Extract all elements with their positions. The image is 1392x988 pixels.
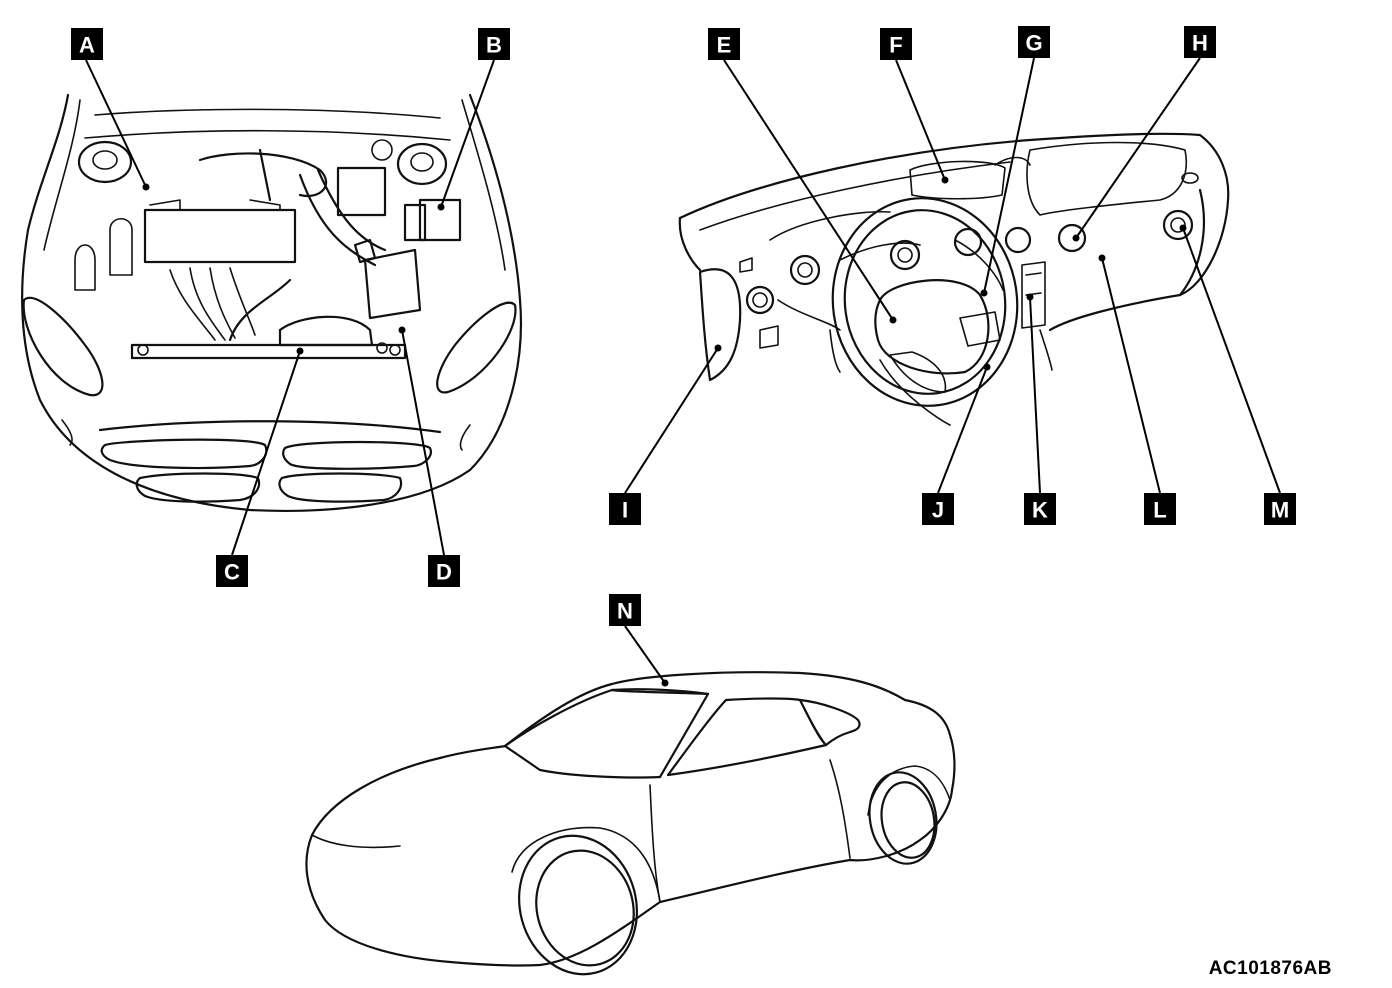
callout-tag-f: F: [880, 28, 912, 60]
callout-tags: A B C D E F G H: [71, 26, 1296, 626]
leader-line-n: [624, 625, 666, 684]
leader-line-e: [723, 59, 894, 321]
instrument-panel-illustration: [678, 132, 1230, 426]
figure-id: AC101876AB: [1208, 958, 1332, 979]
callout-label-n: N: [617, 599, 633, 624]
leader-line-l: [1101, 257, 1161, 494]
callout-label-f: F: [889, 33, 902, 58]
callout-tag-n: N: [609, 594, 641, 626]
leader-line-h: [1075, 57, 1201, 239]
leader-line-i: [624, 347, 719, 494]
leader-dot-l: [1098, 254, 1106, 262]
leader-line-d: [401, 329, 445, 556]
leader-line-g: [983, 57, 1035, 294]
leader-dot-f: [941, 176, 949, 184]
leader-dot-a: [142, 183, 150, 191]
leader-dot-e: [889, 316, 897, 324]
callout-tag-a: A: [71, 28, 103, 60]
leader-dot-m: [1179, 224, 1187, 232]
engine-compartment-illustration: [21, 93, 523, 512]
leader-lines: [85, 57, 1281, 687]
callout-tag-k: K: [1024, 493, 1056, 525]
leader-line-a: [85, 59, 147, 188]
callout-tag-e: E: [708, 28, 740, 60]
callout-tag-m: M: [1264, 493, 1296, 525]
leader-line-j: [937, 366, 988, 494]
leader-line-c: [231, 350, 301, 556]
leader-dot-i: [714, 344, 722, 352]
callout-label-b: B: [486, 33, 502, 58]
callout-tag-c: C: [216, 555, 248, 587]
leader-line-k: [1029, 296, 1041, 494]
leader-dot-j: [983, 363, 991, 371]
callout-tag-h: H: [1184, 26, 1216, 58]
callout-label-i: I: [622, 498, 628, 523]
callout-label-d: D: [436, 560, 452, 585]
callout-tag-d: D: [428, 555, 460, 587]
callout-label-g: G: [1025, 31, 1042, 56]
leader-dot-g: [980, 289, 988, 297]
leader-line-m: [1182, 227, 1281, 494]
callout-label-h: H: [1192, 31, 1208, 56]
leader-dot-c: [296, 347, 304, 355]
callout-tag-b: B: [478, 28, 510, 60]
callout-tag-g: G: [1018, 26, 1050, 58]
callout-label-m: M: [1271, 498, 1289, 523]
callout-tag-j: J: [922, 493, 954, 525]
leader-dot-h: [1072, 234, 1080, 242]
leader-dot-d: [398, 326, 406, 334]
leader-dot-n: [661, 679, 669, 687]
callout-label-e: E: [717, 33, 732, 58]
leader-dot-k: [1026, 293, 1034, 301]
callout-label-k: K: [1032, 498, 1048, 523]
callout-tag-l: L: [1144, 493, 1176, 525]
leader-dot-b: [437, 203, 445, 211]
callout-tag-i: I: [609, 493, 641, 525]
leader-line-b: [440, 59, 495, 208]
car-exterior-illustration: [305, 671, 956, 976]
callout-label-l: L: [1153, 498, 1166, 523]
leader-line-f: [895, 59, 946, 181]
callout-label-a: A: [79, 33, 95, 58]
callout-label-j: J: [932, 498, 944, 523]
callout-label-c: C: [224, 560, 240, 585]
